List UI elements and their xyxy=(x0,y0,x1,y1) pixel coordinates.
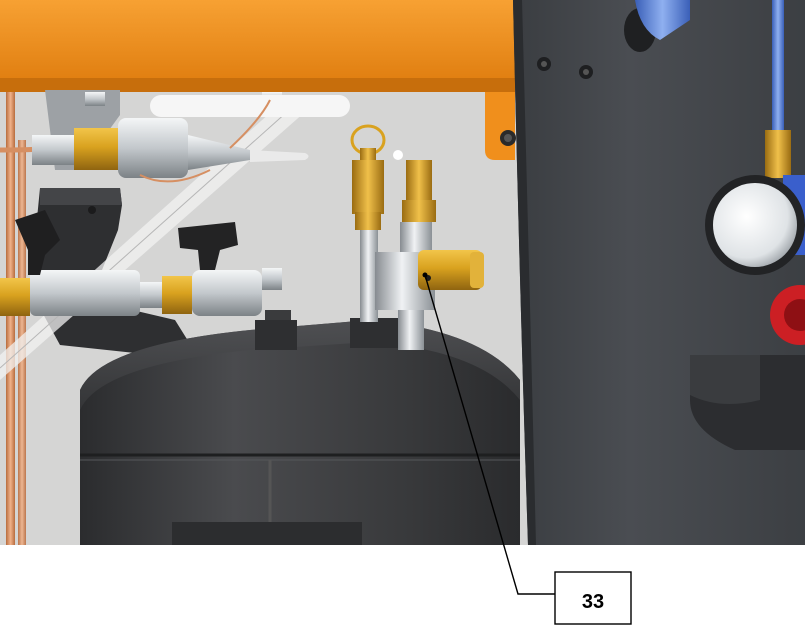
callout-leader xyxy=(422,272,555,595)
callout-box: 33 xyxy=(554,571,632,625)
pressure-sensor-assembly xyxy=(32,99,309,183)
callout-label: 33 xyxy=(582,591,604,613)
mounting-bracket xyxy=(30,188,200,360)
pressure-tank xyxy=(80,318,520,545)
valve-line xyxy=(0,268,291,348)
pressure-relief-valve xyxy=(350,124,403,322)
orange-housing-frame xyxy=(0,0,516,160)
hose-and-gauge-assembly xyxy=(635,0,805,450)
valve-handles xyxy=(15,210,238,275)
